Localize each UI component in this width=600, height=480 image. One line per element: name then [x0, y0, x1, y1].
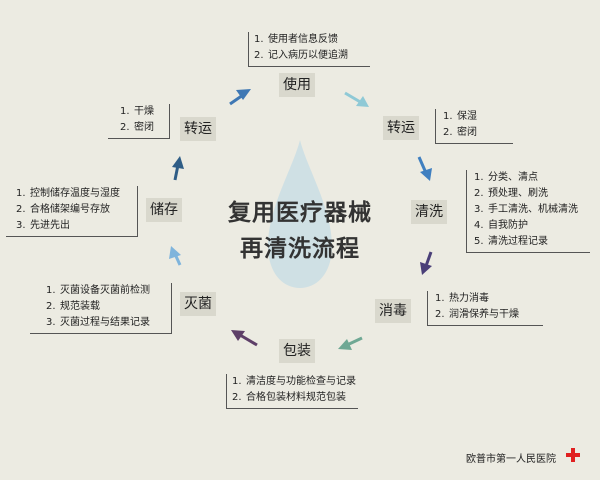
note-pack: 1.清洁度与功能检查与记录 2.合格包装材料规范包装 — [226, 374, 358, 409]
red-cross-icon — [566, 448, 580, 462]
arrow-store-to-transport — [172, 156, 184, 181]
title-line-2: 再清洗流程 — [240, 236, 360, 262]
step-store: 储存 — [146, 198, 182, 222]
arrow-use-to-transport — [344, 91, 369, 107]
note-item: 1.热力消毒 — [435, 293, 489, 304]
note-item: 3.灭菌过程与结果记录 — [46, 317, 150, 328]
step-disinfect: 消毒 — [375, 299, 411, 323]
note-disinfect: 1.热力消毒 2.润滑保养与干燥 — [427, 291, 543, 326]
note-item: 1.保湿 — [443, 111, 477, 122]
arrow-transport-to-clean — [417, 156, 432, 181]
note-bracket — [248, 32, 249, 66]
note-bracket — [137, 186, 138, 236]
note-bracket — [226, 374, 227, 408]
note-clean: 1.分类、清点 2.预处理、刷洗 3.手工清洗、机械清洗 4.自我防护 5.清洗… — [466, 170, 590, 253]
note-item: 2.预处理、刷洗 — [474, 188, 548, 199]
note-item: 2.密闭 — [443, 127, 477, 138]
note-item: 2.合格包装材料规范包装 — [232, 392, 346, 403]
note-bracket — [427, 291, 428, 325]
diagram-title: 复用医疗器械 再清洗流程 — [215, 195, 385, 267]
note-item: 1.干燥 — [120, 106, 154, 117]
cross-horizontal-bar — [566, 453, 580, 457]
note-item: 1.分类、清点 — [474, 172, 538, 183]
arrow-transport-to-use — [229, 89, 251, 106]
note-transport-left: 1.干燥 2.密闭 — [108, 104, 170, 139]
note-item: 4.自我防护 — [474, 220, 528, 231]
note-bracket — [169, 104, 170, 138]
note-item: 2.规范装载 — [46, 301, 100, 312]
note-transport-right: 1.保湿 2.密闭 — [435, 109, 513, 144]
note-item: 2.密闭 — [120, 122, 154, 133]
note-item: 2.合格储架编号存放 — [16, 204, 110, 215]
arrow-sterilize-to-store — [169, 246, 182, 266]
note-bracket — [466, 170, 467, 252]
note-bracket — [171, 283, 172, 333]
note-item: 2.记入病历以便追溯 — [254, 50, 348, 61]
note-item: 1.使用者信息反馈 — [254, 34, 338, 45]
note-item: 1.清洁度与功能检查与记录 — [232, 376, 356, 387]
step-use: 使用 — [279, 73, 315, 97]
hospital-name: 欧普市第一人民医院 — [466, 454, 556, 465]
step-clean: 清洗 — [411, 200, 447, 224]
title-line-1: 复用医疗器械 — [228, 200, 372, 226]
water-drop-shape — [268, 140, 332, 288]
arrow-disinfect-to-pack — [338, 336, 363, 350]
arrow-pack-to-sterilize — [231, 330, 258, 347]
step-transport-left: 转运 — [180, 117, 216, 141]
note-item: 5.清洗过程记录 — [474, 236, 548, 247]
note-sterilize: 1.灭菌设备灭菌前检测 2.规范装载 3.灭菌过程与结果记录 — [30, 283, 172, 334]
note-bracket — [435, 109, 436, 143]
step-sterilize: 灭菌 — [180, 292, 216, 316]
note-item: 3.先进先出 — [16, 220, 70, 231]
arrow-clean-to-disinfect — [420, 251, 433, 275]
note-item: 1.控制储存温度与湿度 — [16, 188, 120, 199]
step-pack: 包装 — [279, 339, 315, 363]
note-store: 1.控制储存温度与湿度 2.合格储架编号存放 3.先进先出 — [6, 186, 138, 237]
step-transport-right: 转运 — [383, 116, 419, 140]
note-use: 1.使用者信息反馈 2.记入病历以便追溯 — [248, 32, 370, 67]
note-item: 1.灭菌设备灭菌前检测 — [46, 285, 150, 296]
note-item: 2.润滑保养与干燥 — [435, 309, 519, 320]
note-item: 3.手工清洗、机械清洗 — [474, 204, 578, 215]
